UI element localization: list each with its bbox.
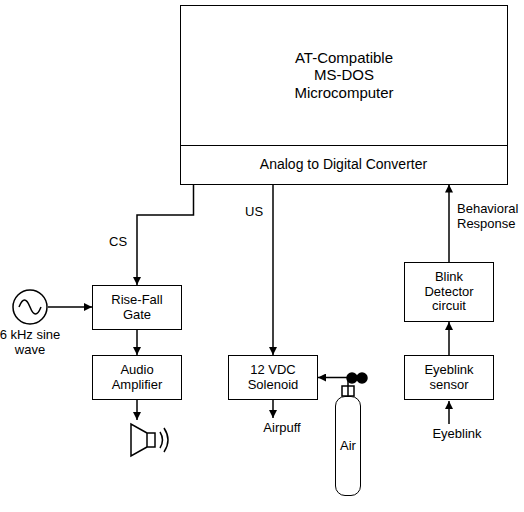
box-label: 12 VDC Solenoid	[233, 363, 313, 393]
tank-valve	[342, 373, 367, 396]
input-label: Eyeblink	[420, 427, 494, 442]
signal-label: Behavioral Response	[455, 202, 524, 232]
process-box: Blink Detector circuit	[404, 262, 494, 322]
process-box: 12 VDC Solenoid	[228, 355, 318, 400]
signal-arrow	[448, 185, 450, 263]
process-box: Eyeblink sensor	[404, 355, 494, 400]
computer-box: AT-Compatible MS-DOS MicrocomputerAnalog…	[180, 5, 508, 185]
box-label: Analog to Digital Converter	[260, 156, 427, 172]
process-box: Rise-Fall Gate	[92, 285, 182, 330]
speaker-symbol	[131, 424, 168, 456]
signal-arrow	[48, 306, 92, 308]
eyeblink-arrow	[448, 401, 450, 424]
signal-arrow	[448, 322, 450, 355]
air-tank: Air	[335, 396, 361, 496]
box-label: Blink Detector circuit	[409, 270, 489, 315]
signal-arrow	[136, 330, 138, 355]
signal-arrow	[272, 185, 274, 356]
speaker-arrow	[136, 400, 138, 420]
box-label: AT-Compatible MS-DOS Microcomputer	[282, 49, 407, 101]
source-label: 6 kHz sine wave	[0, 328, 65, 358]
box-label: Air	[340, 439, 356, 454]
signal-label: US	[243, 205, 265, 220]
signal-arrow	[137, 185, 194, 286]
process-box: Audio Amplifier	[92, 355, 182, 400]
box-label: Rise-Fall Gate	[97, 293, 177, 323]
signal-arrow	[318, 378, 348, 397]
sine-source: 6 kHz sine wave	[12, 289, 48, 325]
box-label: Eyeblink sensor	[409, 363, 489, 393]
converter-band: Analog to Digital Converter	[180, 145, 508, 185]
airpuff-arrow	[272, 400, 274, 418]
sine-symbol	[12, 289, 48, 325]
signal-label: CS	[107, 235, 129, 250]
box-label: Audio Amplifier	[97, 363, 177, 393]
output-label: Airpuff	[250, 421, 314, 436]
